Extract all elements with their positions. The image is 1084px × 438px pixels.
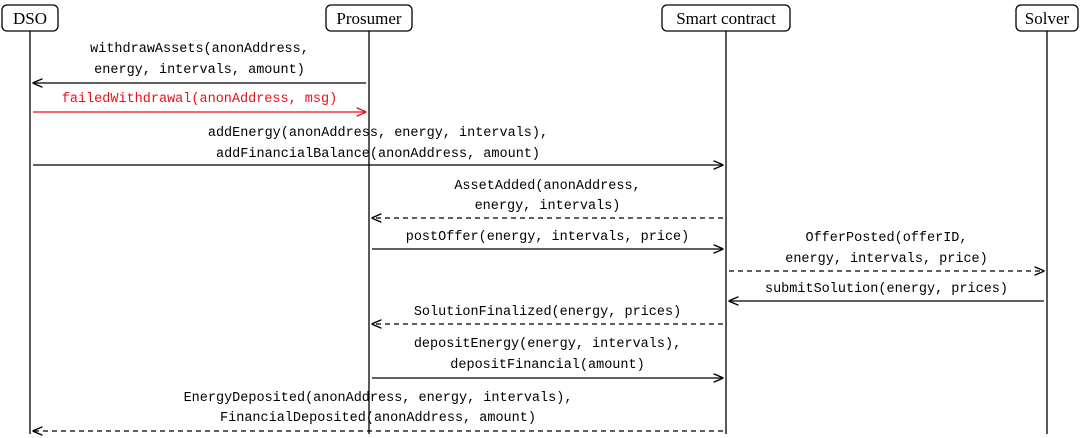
message-label-deposit-energy-line2: depositFinancial(amount) xyxy=(450,358,644,373)
message-withdraw-assets: withdrawAssets(anonAddress, energy, inter… xyxy=(33,42,366,83)
actor-contract-label: Smart contract xyxy=(676,9,776,28)
message-label-deposit-energy-line1: depositEnergy(energy, intervals), xyxy=(414,337,681,352)
message-label-withdraw-assets-line1: withdrawAssets(anonAddress, xyxy=(90,42,309,57)
message-energy-deposited: EnergyDeposited(anonAddress, energy, int… xyxy=(33,391,723,431)
actor-solver: Solver xyxy=(1015,4,1079,32)
message-label-energy-deposited-line1: EnergyDeposited(anonAddress, energy, int… xyxy=(184,391,573,406)
message-label-asset-added-line2: energy, intervals) xyxy=(475,199,621,214)
message-label-offer-posted-line2: energy, intervals, price) xyxy=(785,252,988,267)
message-offer-posted: OfferPosted(offerID, energy, intervals, p… xyxy=(729,231,1044,271)
actor-prosumer: Prosumer xyxy=(325,4,413,32)
message-failed-withdrawal: failedWithdrawal(anonAddress, msg) xyxy=(33,92,366,112)
actor-smart-contract: Smart contract xyxy=(661,4,791,32)
actor-prosumer-label: Prosumer xyxy=(336,9,402,28)
message-deposit-energy: depositEnergy(energy, intervals), deposit… xyxy=(372,337,723,378)
message-add-energy: addEnergy(anonAddress, energy, intervals… xyxy=(33,126,723,165)
message-label-submit-solution-line1: submitSolution(energy, prices) xyxy=(765,282,1008,297)
message-label-add-energy-line1: addEnergy(anonAddress, energy, intervals… xyxy=(208,126,548,141)
actor-solver-label: Solver xyxy=(1025,9,1070,28)
message-label-offer-posted-line1: OfferPosted(offerID, xyxy=(805,231,967,246)
actor-dso-label: DSO xyxy=(13,9,47,28)
message-asset-added: AssetAdded(anonAddress, energy, intervals… xyxy=(372,179,723,218)
message-post-offer: postOffer(energy, intervals, price) xyxy=(372,230,723,249)
message-label-solution-finalized-line1: SolutionFinalized(energy, prices) xyxy=(414,305,681,320)
message-label-post-offer-line1: postOffer(energy, intervals, price) xyxy=(406,230,690,245)
message-solution-finalized: SolutionFinalized(energy, prices) xyxy=(372,305,723,324)
message-label-failed-withdrawal-line1: failedWithdrawal(anonAddress, msg) xyxy=(62,92,337,107)
message-label-add-energy-line2: addFinancialBalance(anonAddress, amount) xyxy=(216,147,540,162)
actor-dso: DSO xyxy=(1,4,59,32)
message-submit-solution: submitSolution(energy, prices) xyxy=(729,282,1044,301)
message-label-energy-deposited-line2: FinancialDeposited(anonAddress, amount) xyxy=(220,411,536,426)
message-label-withdraw-assets-line2: energy, intervals, amount) xyxy=(94,63,305,78)
message-group: withdrawAssets(anonAddress, energy, inter… xyxy=(33,42,1044,431)
message-label-asset-added-line1: AssetAdded(anonAddress, xyxy=(454,179,640,194)
